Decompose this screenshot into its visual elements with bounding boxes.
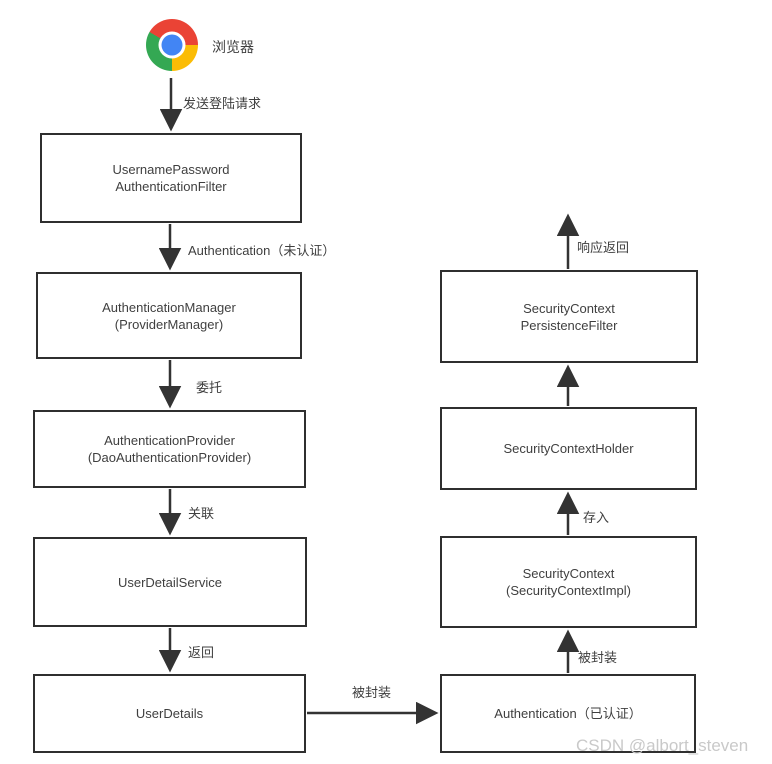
node-label: SecurityContext PersistenceFilter: [520, 300, 618, 333]
node-label: Authentication（已认证）: [494, 706, 642, 721]
node-username-password-authentication-filter: UsernamePassword AuthenticationFilter: [40, 133, 302, 223]
node-security-context: SecurityContext (SecurityContextImpl): [440, 536, 697, 628]
chrome-browser-icon: [146, 19, 198, 71]
node-authentication-manager: AuthenticationManager (ProviderManager): [36, 272, 302, 359]
edge-label-associate: 关联: [188, 506, 215, 521]
node-authentication-provider: AuthenticationProvider (DaoAuthenticatio…: [33, 410, 306, 488]
edge-label-return: 返回: [188, 645, 215, 660]
edge-label-send-login: 发送登陆请求: [183, 96, 262, 111]
edge-label-wrapped-horizontal: 被封装: [352, 685, 392, 700]
edge-label-wrapped-vertical: 被封装: [578, 650, 618, 665]
node-label: AuthenticationProvider (DaoAuthenticatio…: [87, 433, 252, 465]
node-label: AuthenticationManager (ProviderManager): [102, 299, 236, 332]
node-label: SecurityContext (SecurityContextImpl): [506, 566, 631, 598]
edge-label-authentication-unauthenticated: Authentication（未认证）: [188, 243, 336, 258]
node-label: UserDetails: [135, 706, 204, 721]
node-security-context-holder: SecurityContextHolder: [440, 407, 697, 490]
node-user-details: UserDetails: [33, 674, 306, 753]
browser-label: 浏览器: [212, 39, 254, 55]
node-label: UserDetailService: [117, 574, 223, 590]
edge-label-response-return: 响应返回: [577, 240, 630, 255]
node-label: SecurityContextHolder: [503, 441, 634, 456]
edge-label-delegate: 委托: [196, 380, 223, 395]
node-security-context-persistence-filter: SecurityContext PersistenceFilter: [440, 270, 698, 363]
csdn-watermark: CSDN @albort_steven: [576, 736, 749, 755]
edge-label-store: 存入: [583, 510, 610, 525]
node-authentication-authenticated: Authentication（已认证）: [440, 674, 696, 753]
node-label: UsernamePassword AuthenticationFilter: [112, 162, 230, 194]
node-user-detail-service: UserDetailService: [33, 537, 307, 627]
